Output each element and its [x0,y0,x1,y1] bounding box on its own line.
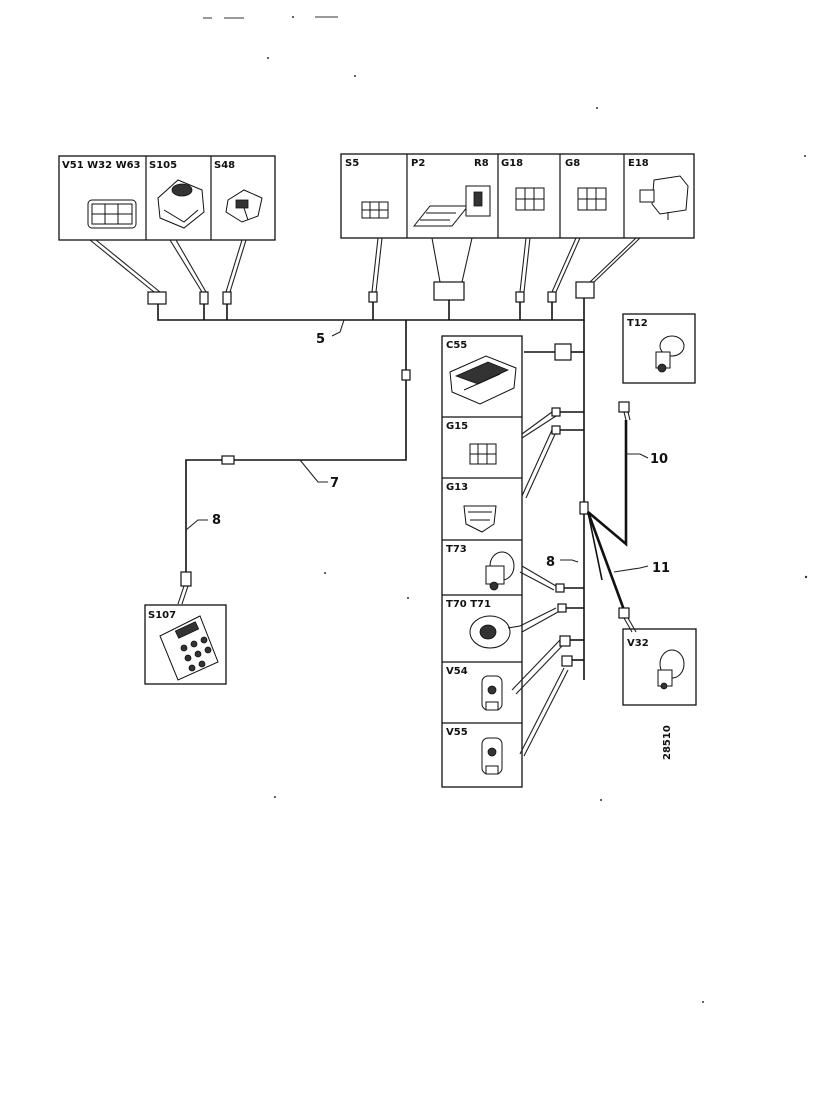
label-t73: T73 [446,544,467,555]
wire-label-10: 10 [650,452,668,467]
connector-plug [559,635,571,647]
wire-label-7: 7 [330,476,339,491]
connector-plug [368,291,378,303]
connector-plug [557,603,567,613]
module-icon [639,175,689,220]
component-group-top-left: V51 W32 W63 S105 S48 [58,155,276,241]
connector-block-icon [361,201,389,219]
label-g8: G8 [565,158,580,169]
component-column-center: C55 G15 G13 T73 T70 T71 V54 V55 [441,335,523,788]
connector-plug [618,401,630,413]
label-v51-w32-w63: V51 W32 W63 [62,160,141,171]
valve-icon [481,737,503,775]
temperature-sensor-icon [655,335,685,373]
connector-plug [180,571,192,587]
connector-plug [554,343,572,361]
label-g15: G15 [446,421,468,432]
connector-plug [221,455,235,465]
label-g18: G18 [501,158,523,169]
label-c55: C55 [446,340,467,351]
label-s105: S105 [149,160,177,171]
sensor-icon [485,551,515,591]
rotary-switch-icon [157,179,205,229]
component-group-top-right: S5 P2 R8 G18 G8 E18 [340,153,695,239]
drawing-number: 28510 [662,725,673,760]
label-g13: G13 [446,482,468,493]
label-t12: T12 [627,318,648,329]
label-v54: V54 [446,666,468,677]
valve-icon [481,675,503,711]
connector-plug [401,369,411,381]
connector-plug [618,607,630,619]
connector-block-icon [463,505,497,533]
control-unit-icon [449,355,517,405]
label-e18: E18 [628,158,649,169]
main-harness: 5 7 8 [157,298,589,680]
center-leads: 8 [511,343,584,757]
switch-panel-icon [87,199,137,229]
rotary-sensor-icon [469,615,521,649]
connector-plug [433,281,465,301]
connector-plug [222,291,232,305]
wire-label-8-center: 8 [546,555,555,570]
connector-plug [199,291,209,305]
connector-plug [555,583,565,593]
wire-label-11: 11 [652,561,670,576]
label-v55: V55 [446,727,468,738]
connector-plug [547,291,557,303]
connector-block-icon [577,187,607,211]
connector-plug [551,407,561,417]
right-harnesses: 10 11 [586,401,670,633]
component-s107: S107 [144,604,227,685]
top-leads [89,237,641,305]
connector-block-icon [515,187,545,211]
connector-plug [515,291,525,303]
label-v32: V32 [627,638,649,649]
switch-icon [225,189,263,223]
wire-label-5: 5 [316,332,325,347]
valve-icon [657,649,685,690]
label-s48: S48 [214,160,235,171]
label-r8: R8 [474,158,489,169]
label-s107: S107 [148,610,176,621]
label-t70-t71: T70 T71 [446,599,491,610]
component-t12: T12 [622,313,696,384]
connector-plug [147,291,167,305]
connector-plug [561,655,573,667]
connector-plug [575,281,595,299]
relay-icon [465,185,491,217]
connector-plug [551,425,561,435]
label-p2: P2 [411,158,425,169]
label-s5: S5 [345,158,359,169]
keypad-icon [159,615,219,681]
component-box-t12 [622,313,696,384]
scan-specks [203,16,808,1003]
connector-block-icon [469,443,497,465]
component-v32: V32 [622,628,697,706]
connector-plug [579,501,589,515]
wire-label-8-left: 8 [212,513,221,528]
